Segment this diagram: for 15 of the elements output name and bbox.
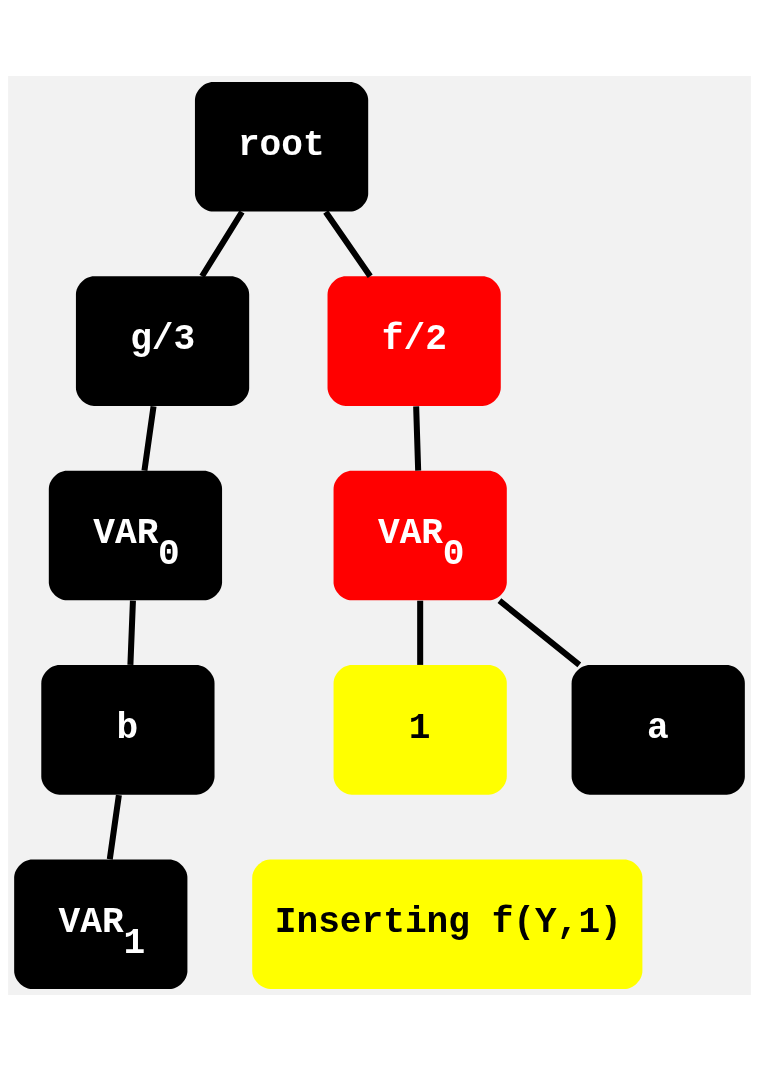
node-box: a [571,664,745,795]
connector [141,405,157,471]
connector [199,209,245,278]
connector [413,405,422,471]
connector [127,600,136,665]
connector [323,209,373,278]
node-box: 1 [333,664,507,795]
connector [106,794,122,860]
node-box: root [194,81,369,212]
connector [417,600,424,665]
node-box: Inserting f(Y,1) [252,858,643,989]
connector [497,597,582,667]
node-box: g/3 [75,275,250,406]
node-box: f/2 [327,275,501,406]
node-box: b [41,664,215,795]
